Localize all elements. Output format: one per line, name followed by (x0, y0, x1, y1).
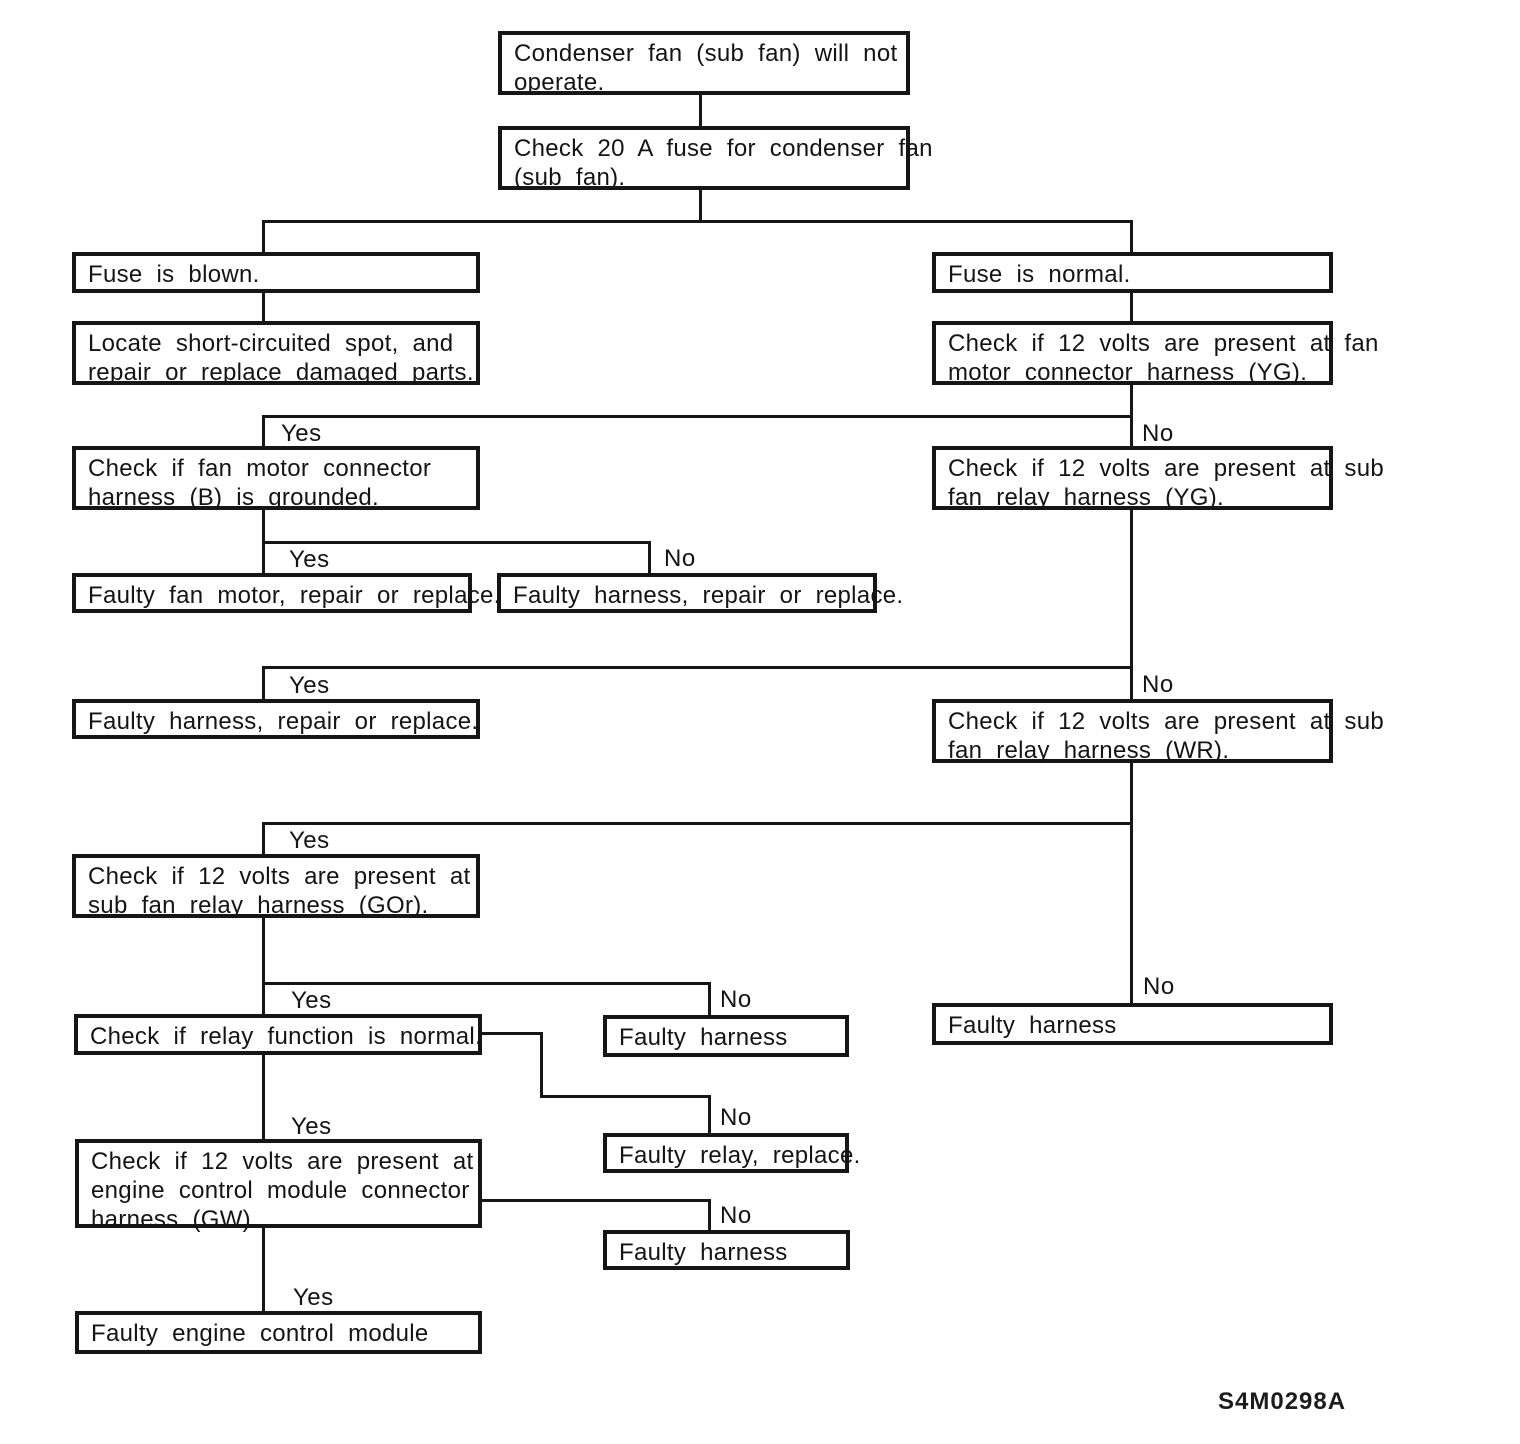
node-text-line: fan relay harness (WR). (948, 737, 1230, 764)
branch-label-no: No (1143, 973, 1175, 1000)
node-faulty-relay: Faulty relay, replace. (603, 1133, 861, 1173)
branch-label-no: No (720, 1202, 752, 1229)
branch-label-yes: Yes (289, 672, 330, 699)
branch-label-yes: Yes (291, 987, 332, 1014)
node-start: Condenser fan (sub fan) will not operate… (498, 31, 910, 96)
node-text-line: Check if relay function is normal. (90, 1023, 483, 1050)
connector (1130, 220, 1133, 253)
node-text-line: (sub fan). (514, 164, 626, 191)
branch-label-no: No (1142, 420, 1174, 447)
connector (262, 666, 265, 700)
node-text-line: sub fan relay harness (GOr). (88, 892, 429, 919)
node-text-line: harness (GW). (91, 1206, 258, 1233)
node-text-line: Condenser fan (sub fan) will not (514, 40, 898, 67)
node-check-fan-motor-yg: Check if 12 volts are present at fan mot… (932, 321, 1379, 386)
connector (262, 541, 651, 544)
node-check-ecm-gw: Check if 12 volts are present at engine … (75, 1139, 482, 1233)
branch-label-no: No (720, 1104, 752, 1131)
branch-label-yes: Yes (289, 827, 330, 854)
node-text-line: operate. (514, 69, 605, 96)
node-faulty-harness-right: Faulty harness (932, 1003, 1333, 1045)
node-text-line: Check if 12 volts are present at (88, 863, 471, 890)
node-text-line: Fuse is blown. (88, 261, 260, 288)
connector (482, 1032, 543, 1035)
connector (482, 1199, 711, 1202)
connector (262, 822, 265, 855)
connector (262, 415, 1133, 418)
node-text-line: motor connector harness (YG). (948, 359, 1308, 386)
connector (262, 666, 1133, 669)
node-check-subfan-gor: Check if 12 volts are present at sub fan… (72, 854, 480, 919)
branch-label-yes: Yes (289, 546, 330, 573)
node-text-line: harness (B) is grounded. (88, 484, 380, 511)
node-text-line: Check if 12 volts are present at fan (948, 330, 1379, 357)
connector (1130, 509, 1133, 669)
node-text-line: Faulty harness, repair or replace. (88, 708, 479, 735)
node-text-line: Check if 12 volts are present at sub (948, 708, 1384, 735)
node-text-line: Check if 12 volts are present at (91, 1148, 474, 1175)
node-text-line: engine control module connector (91, 1177, 470, 1204)
node-text-line: Fuse is normal. (948, 261, 1131, 288)
node-faulty-harness-repair-left: Faulty harness, repair or replace. (72, 699, 480, 739)
connector (262, 1227, 265, 1312)
branch-label-no: No (1142, 671, 1174, 698)
connector (708, 1199, 711, 1231)
connector (262, 541, 265, 574)
connector (262, 509, 265, 542)
connector (262, 982, 711, 985)
connector (648, 541, 651, 574)
connector (1130, 761, 1133, 1004)
connector (262, 220, 1133, 223)
node-text-line: Faulty harness (948, 1012, 1117, 1039)
connector (540, 1032, 543, 1098)
node-faulty-harness-mid1: Faulty harness (603, 1015, 849, 1057)
node-text-line: fan relay harness (YG). (948, 484, 1224, 511)
figure-code: S4M0298A (1218, 1388, 1347, 1415)
node-faulty-ecm: Faulty engine control module (75, 1311, 482, 1354)
connector (262, 292, 265, 322)
connector (708, 1095, 711, 1134)
branch-label-yes: Yes (291, 1113, 332, 1140)
node-text-line: Check if 12 volts are present at sub (948, 455, 1384, 482)
connector (540, 1095, 711, 1098)
node-faulty-fan-motor: Faulty fan motor, repair or replace. (72, 573, 501, 613)
connector (262, 982, 265, 1015)
branch-label-yes: Yes (293, 1284, 334, 1311)
node-faulty-harness-mid2: Faulty harness (603, 1230, 850, 1270)
connector (708, 982, 711, 1016)
connector (1130, 666, 1133, 700)
node-check-b-grounded: Check if fan motor connector harness (B)… (72, 446, 480, 511)
branch-label-no: No (720, 986, 752, 1013)
node-faulty-harness-repair-mid: Faulty harness, repair or replace. (497, 573, 904, 613)
node-text-line: Faulty harness (619, 1239, 788, 1266)
node-check-subfan-wr: Check if 12 volts are present at sub fan… (932, 699, 1384, 764)
node-check-fuse: Check 20 A fuse for condenser fan (sub f… (498, 126, 933, 191)
node-text-line: Faulty fan motor, repair or replace. (88, 582, 501, 609)
connector (1130, 415, 1133, 447)
connector (699, 190, 702, 223)
node-text-line: Check 20 A fuse for condenser fan (514, 135, 933, 162)
connector (262, 220, 265, 253)
node-text-line: Faulty harness, repair or replace. (513, 582, 904, 609)
node-text-line: Faulty relay, replace. (619, 1142, 861, 1169)
node-text-line: repair or replace damaged parts. (88, 359, 474, 386)
node-check-subfan-yg: Check if 12 volts are present at sub fan… (932, 446, 1384, 511)
connector (1130, 383, 1133, 416)
connector (699, 95, 702, 126)
branch-label-yes: Yes (281, 420, 322, 447)
node-locate-short: Locate short-circuited spot, and repair … (72, 321, 480, 386)
node-fuse-normal: Fuse is normal. (932, 252, 1333, 293)
branch-label-no: No (664, 545, 696, 572)
node-text-line: Locate short-circuited spot, and (88, 330, 454, 357)
node-text-line: Check if fan motor connector (88, 455, 432, 482)
connector (1130, 292, 1133, 322)
node-check-relay-function: Check if relay function is normal. (74, 1014, 482, 1055)
node-fuse-blown: Fuse is blown. (72, 252, 480, 293)
node-text-line: Faulty engine control module (91, 1320, 429, 1347)
node-text-line: Faulty harness (619, 1024, 788, 1051)
connector (262, 415, 265, 447)
connector (262, 1054, 265, 1140)
connector (262, 822, 1131, 825)
connector (262, 916, 265, 984)
